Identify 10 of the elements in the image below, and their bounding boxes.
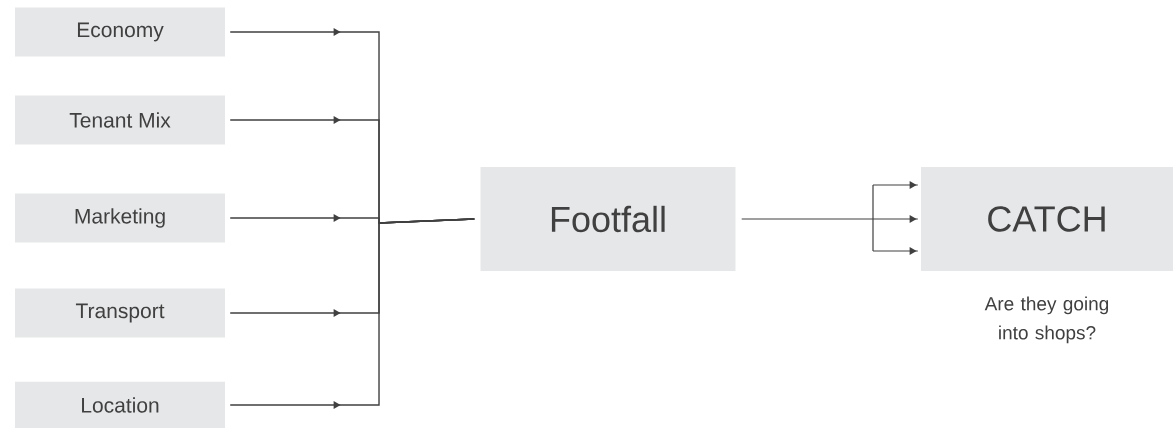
factor-box: Tenant Mix [15,95,225,145]
arrow [741,180,919,256]
factor-box: Marketing [15,193,225,243]
factor-box: Economy [15,7,225,57]
factor-box: Location [15,381,225,428]
caption-text: Are they going into shops? [984,296,1109,344]
arrow [229,218,475,410]
factor-box: Transport [15,288,225,338]
result-box: CATCH [921,167,1173,271]
footfall-box: Footfall [480,167,736,271]
